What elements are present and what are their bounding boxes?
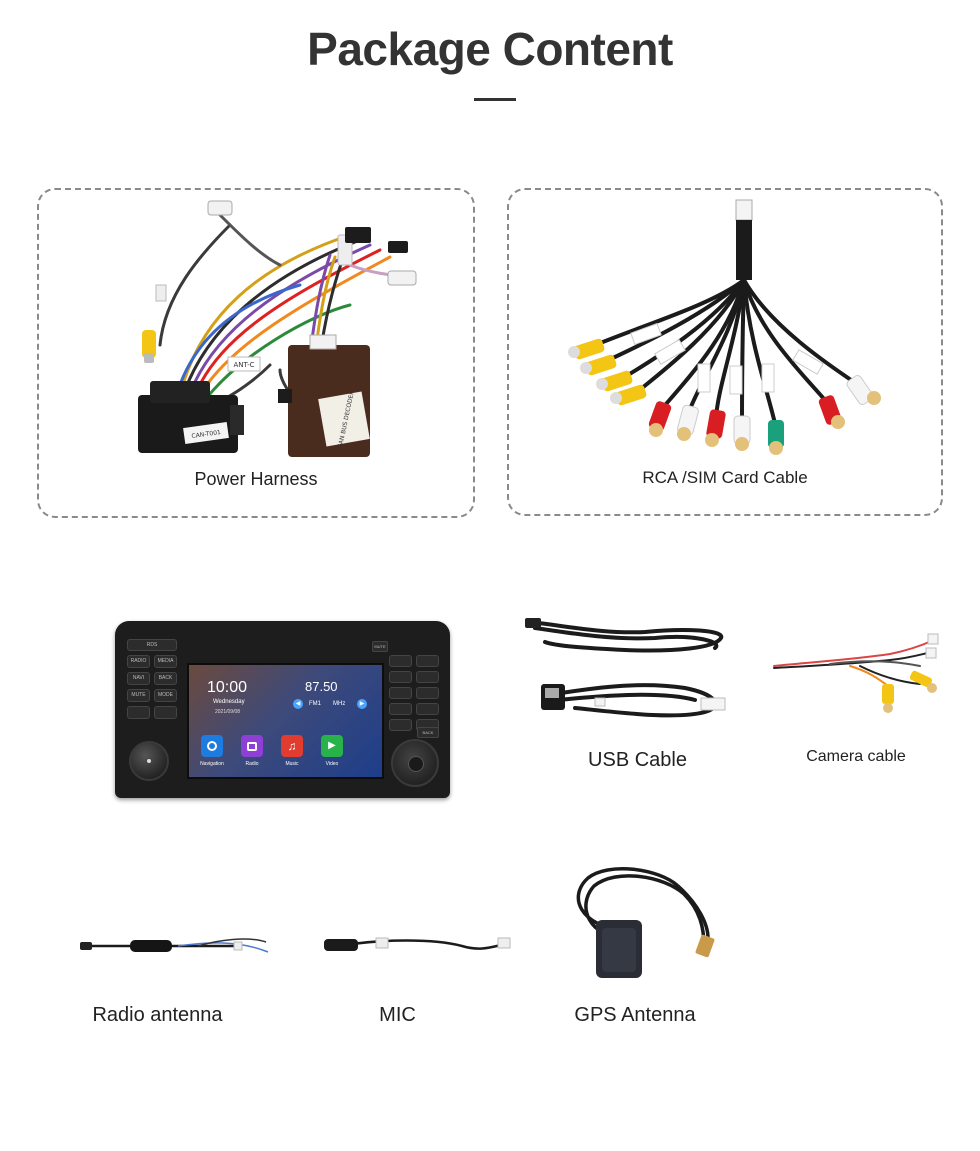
hw-button-rds[interactable]: RDS xyxy=(127,639,177,651)
keypad-button-8[interactable] xyxy=(416,703,439,715)
navigation-icon xyxy=(207,741,217,751)
hw-button-navi[interactable]: NAVI xyxy=(127,672,150,685)
head-unit-screen: 10:00 Wednesday 2021/09/08 87.50 ◀ FM1 M… xyxy=(187,663,384,779)
mic-image xyxy=(324,937,511,951)
power-harness-card xyxy=(37,188,475,518)
head-unit: RDS RADIO MEDIA NAVI BACK MUTE MODE 10:0… xyxy=(115,621,450,798)
hw-button-next[interactable] xyxy=(154,706,177,719)
app-radio-label: Radio xyxy=(245,761,259,767)
keypad-button-9[interactable] xyxy=(389,719,412,731)
app-navigation[interactable] xyxy=(201,735,223,757)
right-mute-button[interactable]: MUTE xyxy=(372,641,388,652)
hw-button-media[interactable]: MEDIA xyxy=(154,655,177,668)
prev-station-icon[interactable]: ◀ xyxy=(293,699,303,709)
gps-antenna-label: GPS Antenna xyxy=(574,1004,696,1026)
hw-button-radio[interactable]: RADIO xyxy=(127,655,150,668)
camera-cable-image xyxy=(773,633,939,713)
rca-cable-card xyxy=(507,188,943,516)
usb-cable-label: USB Cable xyxy=(588,749,687,771)
right-back-button[interactable]: BACK xyxy=(417,727,439,738)
app-video[interactable]: ▶ xyxy=(321,735,343,757)
keypad-button-4[interactable] xyxy=(416,671,439,683)
keypad-button-3[interactable] xyxy=(389,671,412,683)
keypad-button-2[interactable] xyxy=(416,655,439,667)
radio-antenna-image xyxy=(80,938,269,953)
left-button-panel: RDS RADIO MEDIA NAVI BACK MUTE MODE xyxy=(127,639,177,751)
next-station-icon[interactable]: ▶ xyxy=(357,699,367,709)
unit-text: MHz xyxy=(333,701,346,707)
gps-antenna-image xyxy=(576,867,715,978)
radio-antenna-label: Radio antenna xyxy=(92,1004,223,1026)
mic-label: MIC xyxy=(379,1004,416,1026)
rca-cable-image xyxy=(568,199,881,455)
day-text: Wednesday xyxy=(213,699,245,705)
camera-cable-label: Camera cable xyxy=(806,748,906,765)
navigation-dpad[interactable] xyxy=(391,739,439,787)
title-underline xyxy=(474,98,516,101)
frequency-text: 87.50 xyxy=(305,679,338,694)
page-title: Package Content xyxy=(307,23,673,75)
keypad-button-1[interactable] xyxy=(389,655,412,667)
app-radio[interactable] xyxy=(241,735,263,757)
app-video-label: Video xyxy=(325,761,339,767)
music-icon: ♫ xyxy=(287,739,297,753)
tag-label: ANT-C xyxy=(233,361,254,369)
keypad-button-6[interactable] xyxy=(416,687,439,699)
keypad-button-5[interactable] xyxy=(389,687,412,699)
hw-button-back[interactable]: BACK xyxy=(154,672,177,685)
video-icon: ▶ xyxy=(328,740,336,751)
sticker-1: CAN-T001 xyxy=(191,429,221,440)
hw-button-mute[interactable]: MUTE xyxy=(127,689,150,702)
app-music[interactable]: ♫ xyxy=(281,735,303,757)
hw-button-mode[interactable]: MODE xyxy=(154,689,177,702)
clock-text: 10:00 xyxy=(207,679,248,696)
rca-cable-label: RCA /SIM Card Cable xyxy=(642,468,808,487)
keypad xyxy=(389,655,439,731)
volume-knob[interactable] xyxy=(129,741,169,781)
hw-button-prev[interactable] xyxy=(127,706,150,719)
band-text: FM1 xyxy=(309,701,321,707)
power-harness-label: Power Harness xyxy=(194,469,318,489)
usb-cable-image xyxy=(525,618,726,718)
app-music-label: Music xyxy=(285,761,299,767)
power-harness-image: ANT-C CAN-T001 CAN BUS DECODER xyxy=(138,200,417,457)
date-text: 2021/09/08 xyxy=(215,709,241,715)
app-navigation-label: Navigation xyxy=(200,761,224,767)
radio-icon xyxy=(247,742,257,751)
radio-widget[interactable]: 87.50 ◀ FM1 MHz ▶ xyxy=(293,675,375,719)
keypad-button-7[interactable] xyxy=(389,703,412,715)
